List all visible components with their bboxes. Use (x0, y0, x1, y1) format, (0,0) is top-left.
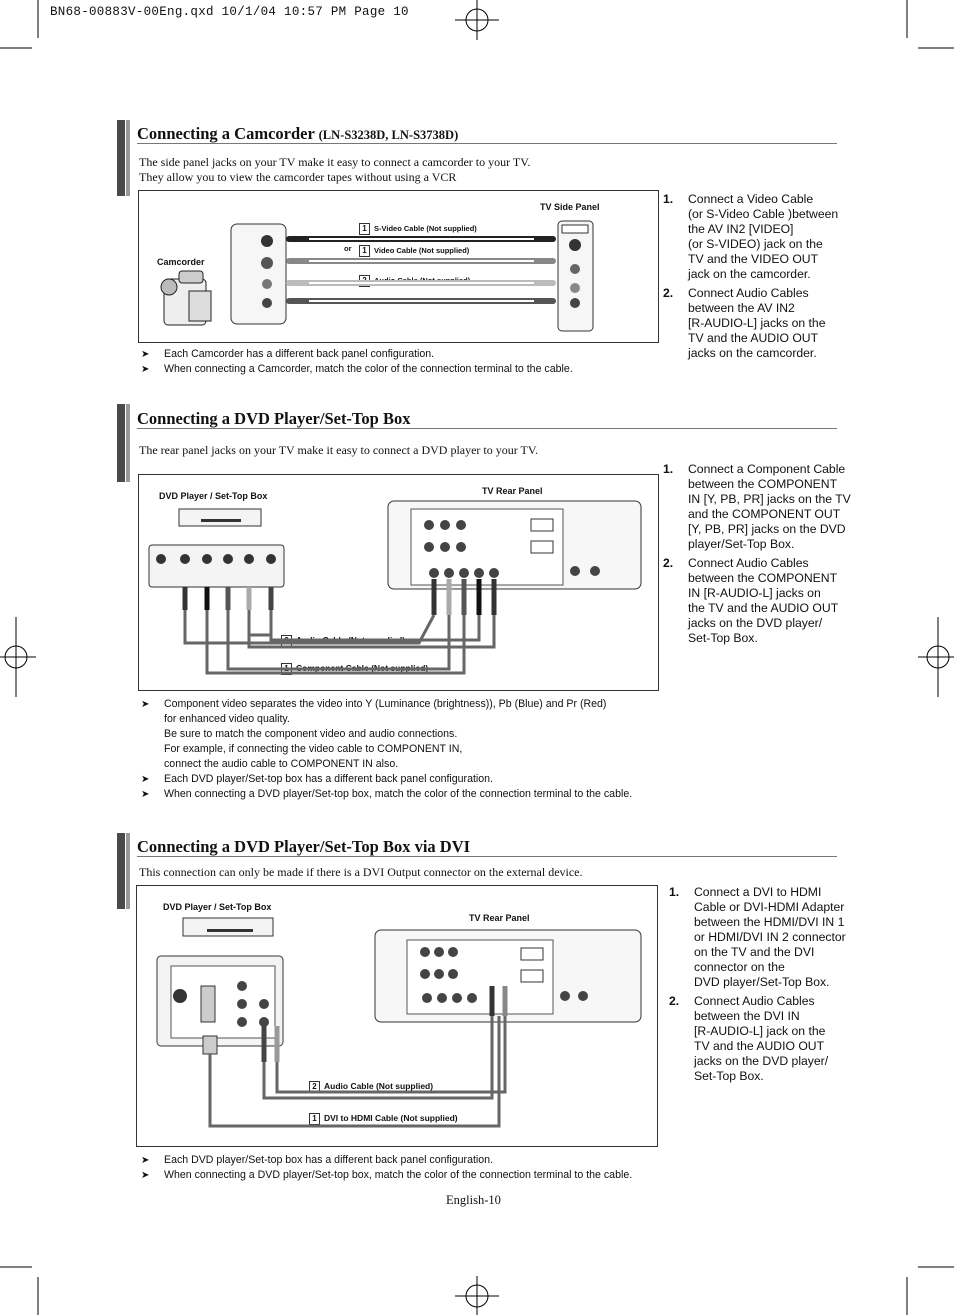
title-rule (137, 143, 837, 144)
note: ➤Each DVD player/Set-top box has a diffe… (141, 1154, 493, 1166)
or-label: or (344, 244, 352, 253)
section-bar (117, 833, 125, 909)
dvd-player-label: DVD Player / Set-Top Box (163, 902, 272, 912)
section-title-dvi: Connecting a DVD Player/Set-Top Box via … (137, 837, 471, 856)
title-rule (137, 428, 837, 429)
note: ➤ Component video separates the video in… (141, 698, 607, 770)
camcorder-label: Camcorder (157, 257, 205, 267)
note: ➤When connecting a Camcorder, match the … (141, 363, 573, 375)
intro-text: The side panel jacks on your TV make it … (139, 155, 531, 184)
arrow-icon: ➤ (141, 774, 150, 785)
arrow-icon: ➤ (141, 349, 150, 360)
arrow-icon: ➤ (141, 1170, 150, 1181)
camcorder-drawing (160, 220, 594, 332)
section-bar (117, 120, 125, 196)
dvi-notes: ➤Each DVD player/Set-top box has a diffe… (139, 1153, 632, 1183)
arrow-icon: ➤ (141, 789, 150, 800)
section-title-camcorder: Connecting a Camcorder (LN-S3238D, LN-S3… (137, 124, 459, 143)
section-bar (117, 404, 125, 482)
arrow-icon: ➤ (141, 364, 150, 375)
dvd-component-drawing (148, 500, 642, 675)
camcorder-steps: 1. Connect a Video Cable(or S-Video Cabl… (663, 192, 858, 365)
tv-side-panel-label: TV Side Panel (540, 202, 600, 212)
note: ➤When connecting a DVD player/Set-top bo… (141, 1169, 633, 1181)
tv-rear-panel-label: TV Rear Panel (469, 913, 530, 923)
intro-text: This connection can only be made if ther… (139, 865, 583, 879)
camcorder-notes: ➤Each Camcorder has a different back pan… (139, 347, 573, 377)
section-title-dvd: Connecting a DVD Player/Set-Top Box (137, 409, 411, 428)
dvi-drawing (156, 917, 642, 1128)
note: ➤Each Camcorder has a different back pan… (141, 348, 435, 360)
section-bar-accent (126, 120, 130, 196)
dvd-component-diagram: DVD Player / Set-Top Box TV Rear Panel 2… (138, 474, 659, 691)
arrow-icon: ➤ (141, 699, 150, 710)
note: ➤Each DVD player/Set-top box has a diffe… (141, 773, 493, 785)
print-header: BN68-00883V-00Eng.qxd 10/1/04 10:57 PM P… (50, 5, 409, 19)
step-1: 1. Connect a Video Cable(or S-Video Cabl… (663, 192, 839, 281)
tv-rear-panel-label: TV Rear Panel (482, 486, 543, 496)
arrow-icon: ➤ (141, 1155, 150, 1166)
dvd-player-label: DVD Player / Set-Top Box (159, 491, 268, 501)
intro-text: The rear panel jacks on your TV make it … (139, 443, 538, 457)
section-bar-accent (126, 404, 130, 482)
note: ➤When connecting a DVD player/Set-top bo… (141, 788, 633, 800)
page-number: English-10 (446, 1193, 501, 1207)
dvi-diagram: DVD Player / Set-Top Box TV Rear Panel 2… (136, 885, 658, 1147)
title-rule (137, 856, 837, 857)
section-bar-accent (126, 833, 130, 909)
dvd-notes: ➤ Component video separates the video in… (139, 697, 632, 802)
